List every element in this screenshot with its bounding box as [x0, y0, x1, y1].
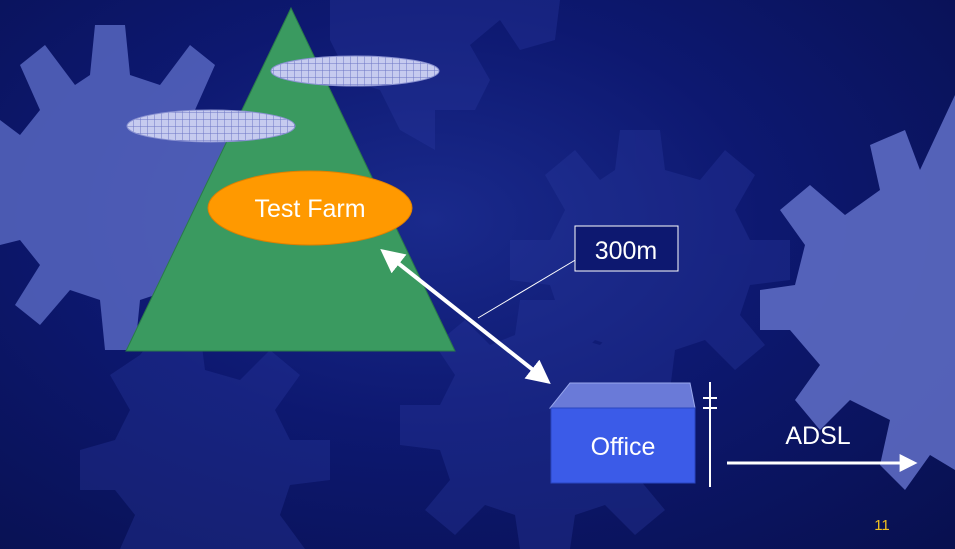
- page-number: 11: [874, 517, 890, 534]
- distance-label-box: [574, 225, 679, 272]
- adsl-label: ADSL: [785, 422, 850, 450]
- test-farm-ellipse[interactable]: [207, 170, 413, 246]
- distance-label: 300m: [595, 237, 658, 265]
- cloud-upper: [270, 55, 440, 87]
- phone-line-connector-icon: [703, 382, 717, 487]
- test-farm-label: Test Farm: [254, 195, 365, 223]
- cloud-lower: [126, 109, 296, 143]
- gear-right-icon: [760, 95, 955, 490]
- office-label: Office: [591, 433, 656, 461]
- distance-double-arrow: [380, 249, 551, 384]
- office-building[interactable]: [548, 382, 696, 484]
